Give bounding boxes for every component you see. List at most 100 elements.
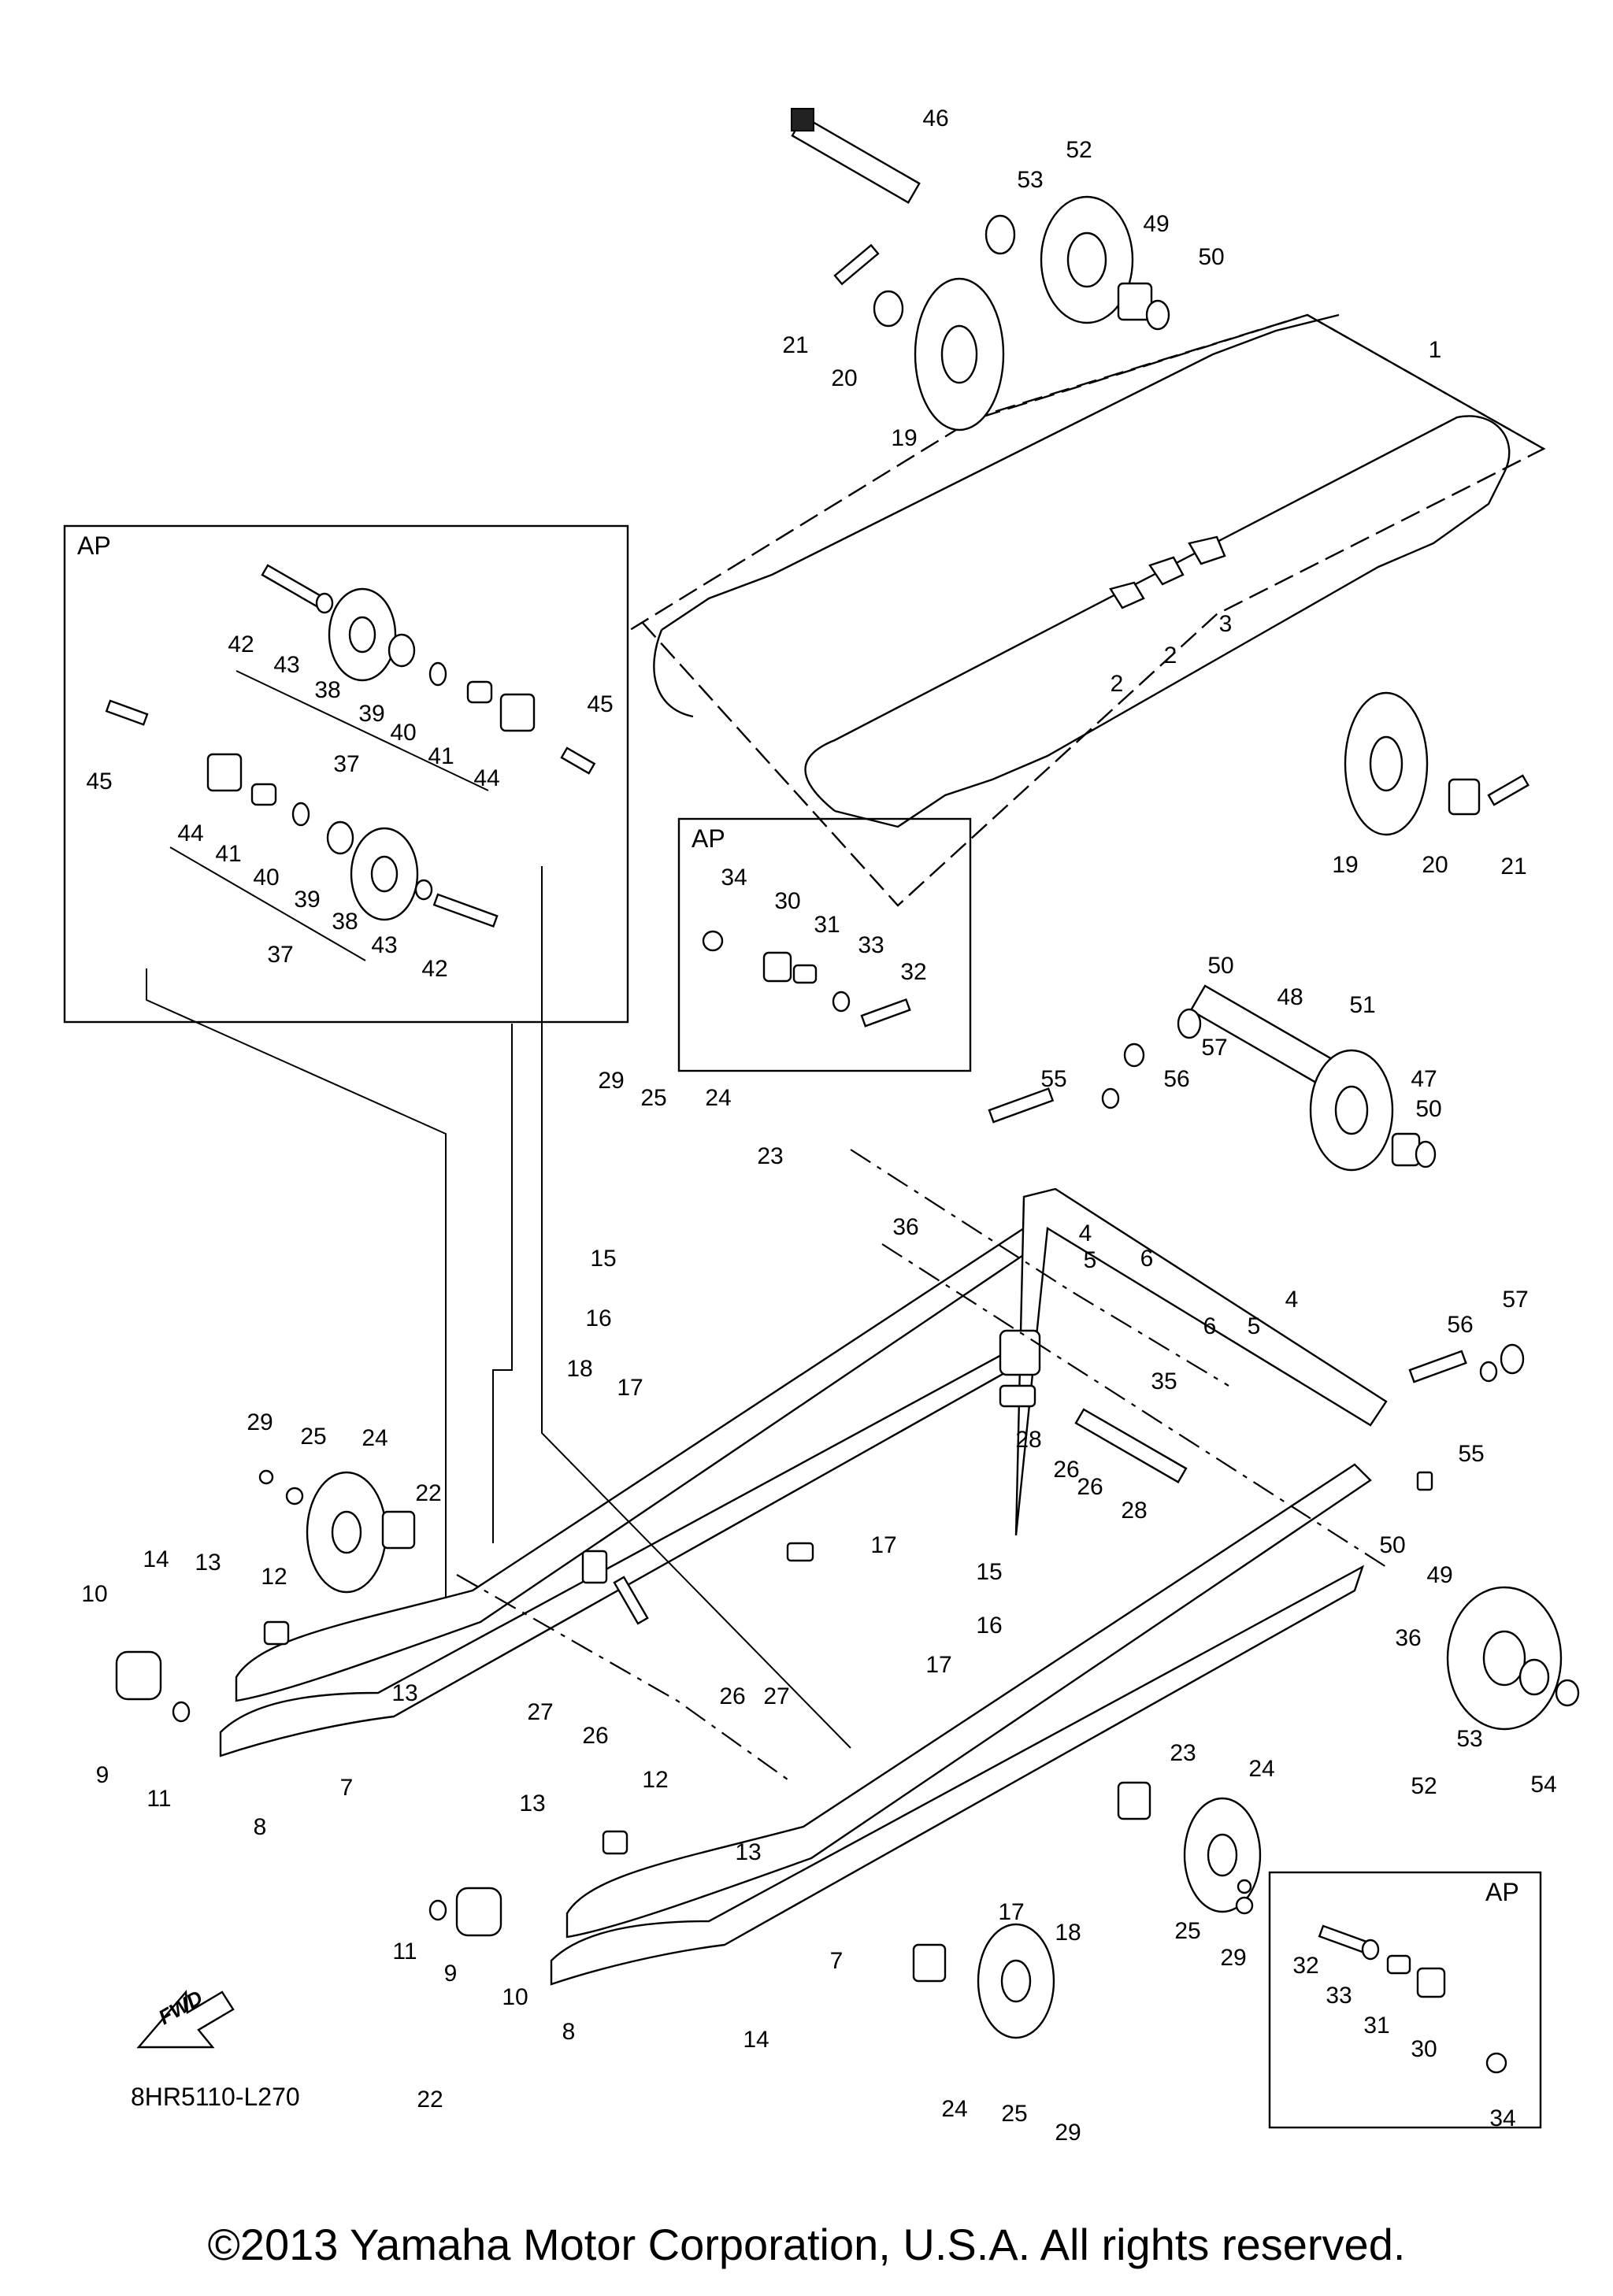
callout-30: 30 — [774, 888, 800, 914]
callout-31: 31 — [1363, 2013, 1389, 2039]
callout-56: 56 — [1163, 1066, 1189, 1092]
callout-53: 53 — [1017, 167, 1043, 193]
callout-20: 20 — [831, 365, 857, 391]
callout-56: 56 — [1447, 1312, 1473, 1338]
rear-idler-right — [1344, 691, 1530, 836]
callout-13: 13 — [391, 1680, 417, 1706]
alignment-lines — [146, 866, 1387, 1780]
callout-33: 33 — [858, 932, 884, 958]
callout-29: 29 — [1055, 2120, 1081, 2146]
callout-17: 17 — [925, 1652, 951, 1678]
callout-14: 14 — [143, 1546, 169, 1572]
callout-51: 51 — [1349, 992, 1375, 1018]
callout-26: 26 — [1053, 1457, 1079, 1483]
callout-29: 29 — [247, 1409, 273, 1435]
callout-42: 42 — [228, 631, 254, 657]
callout-31: 31 — [814, 912, 840, 938]
callout-16: 16 — [585, 1305, 611, 1331]
ap-box-left-title: AP — [77, 531, 111, 560]
ap-box-left: AP — [63, 524, 629, 1024]
callout-55: 55 — [1040, 1066, 1066, 1092]
callout-39: 39 — [294, 887, 320, 913]
callout-50: 50 — [1207, 953, 1233, 979]
callout-36: 36 — [892, 1214, 918, 1240]
callout-38: 38 — [314, 677, 340, 703]
callout-5: 5 — [1248, 1313, 1261, 1339]
callout-14: 14 — [743, 2027, 769, 2053]
ap-box-right-title: AP — [1485, 1878, 1519, 1906]
callout-4: 4 — [1079, 1220, 1092, 1246]
callout-17: 17 — [998, 1899, 1024, 1925]
callout-13: 13 — [519, 1791, 545, 1816]
callout-15: 15 — [976, 1559, 1002, 1585]
callout-25: 25 — [300, 1424, 326, 1450]
callout-38: 38 — [332, 909, 358, 935]
callout-21: 21 — [782, 332, 808, 358]
callout-40: 40 — [253, 865, 279, 891]
callout-24: 24 — [1248, 1756, 1274, 1782]
callout-19: 19 — [891, 425, 917, 451]
callout-29: 29 — [1220, 1945, 1246, 1971]
callout-43: 43 — [371, 932, 397, 958]
callout-7: 7 — [830, 1948, 844, 1974]
callout-45: 45 — [587, 691, 613, 717]
callout-12: 12 — [642, 1767, 668, 1793]
callout-26: 26 — [719, 1683, 745, 1709]
callout-25: 25 — [640, 1085, 666, 1111]
callout-45: 45 — [86, 768, 112, 794]
callout-34: 34 — [1489, 2105, 1515, 2131]
callout-36: 36 — [1395, 1625, 1421, 1651]
ap-box-middle-title: AP — [692, 824, 725, 853]
callout-8: 8 — [562, 2019, 576, 2045]
callout-28: 28 — [1015, 1427, 1041, 1453]
callout-28: 28 — [1121, 1498, 1147, 1524]
callout-13: 13 — [195, 1550, 221, 1576]
callout-25: 25 — [1174, 1918, 1200, 1944]
fwd-arrow-icon: FWD — [136, 1986, 235, 2049]
callout-17: 17 — [870, 1532, 896, 1558]
callout-37: 37 — [333, 751, 359, 777]
callout-4: 4 — [1285, 1287, 1299, 1313]
callout-27: 27 — [527, 1699, 553, 1725]
callout-24: 24 — [362, 1425, 387, 1451]
callout-3: 3 — [1219, 611, 1233, 637]
slide-rail-left — [115, 1227, 1041, 1757]
callout-9: 9 — [96, 1762, 109, 1788]
callout-1: 1 — [1429, 337, 1442, 363]
callout-50: 50 — [1379, 1532, 1405, 1558]
callout-22: 22 — [415, 1480, 441, 1506]
callout-16: 16 — [976, 1613, 1002, 1639]
drawing-code: 8HR5110-L270 — [131, 2083, 300, 2111]
callout-24: 24 — [705, 1085, 731, 1111]
callout-11: 11 — [392, 1939, 417, 1965]
callout-19: 19 — [1332, 852, 1358, 878]
callout-22: 22 — [417, 2087, 443, 2113]
callout-2: 2 — [1111, 671, 1124, 697]
callout-6: 6 — [1140, 1246, 1154, 1272]
ap-box-middle: AP — [677, 817, 972, 1072]
callout-49: 49 — [1426, 1562, 1452, 1588]
callout-41: 41 — [428, 743, 454, 769]
callout-7: 7 — [340, 1775, 354, 1801]
callout-26: 26 — [1077, 1474, 1103, 1500]
callout-34: 34 — [721, 865, 747, 891]
callout-43: 43 — [273, 652, 299, 678]
copyright-notice: ©2013 Yamaha Motor Corporation, U.S.A. A… — [207, 2220, 1406, 2269]
callout-25: 25 — [1001, 2101, 1027, 2127]
callout-11: 11 — [146, 1786, 171, 1812]
callout-37: 37 — [267, 942, 293, 968]
callout-9: 9 — [444, 1961, 458, 1987]
callout-52: 52 — [1411, 1773, 1437, 1799]
callout-23: 23 — [757, 1143, 783, 1169]
callout-5: 5 — [1084, 1247, 1097, 1273]
callout-55: 55 — [1458, 1441, 1484, 1467]
callout-46: 46 — [922, 106, 948, 131]
callout-47: 47 — [1411, 1066, 1437, 1092]
callout-57: 57 — [1201, 1035, 1227, 1061]
callout-17: 17 — [617, 1375, 643, 1401]
callout-18: 18 — [566, 1356, 592, 1382]
callout-24: 24 — [941, 2096, 967, 2122]
slide-rail-right — [428, 1187, 1580, 2039]
